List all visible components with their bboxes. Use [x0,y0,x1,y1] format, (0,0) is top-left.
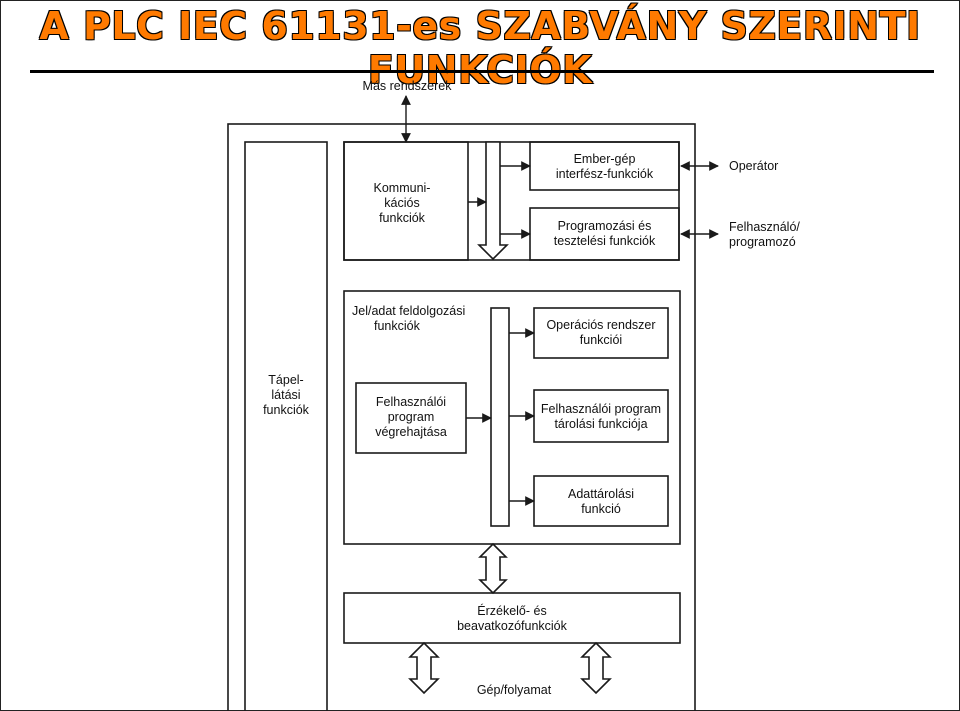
sensor-actuator-label: Érzékelő- és beavatkozófunkciók [457,604,567,633]
sensor-arrow-left [408,641,440,695]
internal-bus-bar [490,307,510,527]
io-bus-arrow [478,542,508,595]
machine-process-label: Gép/folyamat [476,683,552,697]
top-bus-arrow [477,141,509,261]
signal-processing-box [343,290,681,545]
plc-outer-box [227,123,696,711]
user-programmer-label: Felhasználó/ programozó [729,220,800,249]
communication-label: Kommuni- kációs funkciók [373,181,431,225]
sensor-actuator-box [343,592,681,644]
signal-processing-label: Jel/adat feldolgozási funkciók [352,304,466,333]
program-execution-label: Felhasználói program végrehajtása [375,395,447,439]
programming-label: Programozási és tesztelési funkciók [553,219,656,248]
os-functions-label: Operációs rendszer funkciói [546,318,656,347]
title-underline [30,70,934,73]
slide-title: A PLC IEC 61131-es SZABVÁNY SZERINTI FUN… [39,3,921,93]
actuator-arrow-right [580,641,612,695]
hmi-label: Ember-gép interfész-funkciók [555,152,654,181]
power-supply-label: Tápel- látási funkciók [263,373,309,417]
power-supply-box [244,141,328,711]
operator-label: Operátor [729,159,779,173]
other-systems-label: Más rendszerek [362,79,452,93]
program-storage-label: Felhasználói program tárolási funkciója [540,402,662,431]
data-storage-label: Adattárolási funkció [567,487,634,516]
